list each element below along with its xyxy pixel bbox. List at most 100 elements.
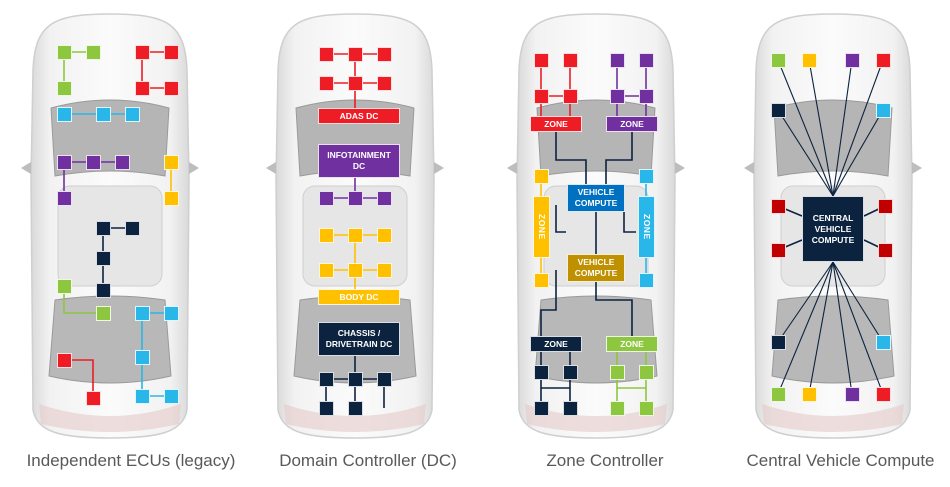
ecu-red [562,52,578,68]
ecu-node [875,52,891,68]
ecu-purple [318,190,334,206]
ecu-navy [376,371,392,387]
compute-link [808,59,834,197]
ecu-navy [347,400,363,416]
ecu-red [134,80,150,96]
compute-link [832,261,853,395]
ecu-yellow [347,227,363,243]
vehicle-compute-box-primary: VEHICLE COMPUTE [567,184,625,212]
chassis-drivetrain-dc-box: CHASSIS / DRIVETRAIN DC [318,322,400,356]
ecu-red [134,44,150,60]
caption-independent-ecus: Independent ECUs (legacy) [26,451,236,470]
compute-link [777,261,834,343]
ecu-red [533,52,549,68]
ecu-purple [376,190,392,206]
ecu-red [163,80,179,96]
ecu-red [56,352,72,368]
zone-box-front-left: ZONE [530,116,582,132]
caption-zone-controller: Zone Controller [546,451,664,470]
zone-link [540,270,557,336]
ecu-purple [85,154,101,170]
zone-box-rear-right: ZONE [606,336,658,352]
ecu-yellow [533,272,549,288]
ecu-green [638,400,654,416]
windshield [536,99,656,177]
tail-lights [39,404,181,432]
ecu-red [347,46,363,62]
ecu-purple [347,190,363,206]
ecu-darkred [877,198,893,214]
ecu-yellow [163,190,179,206]
ecu-red [163,44,179,60]
connection-line [64,359,94,398]
ecu-darkred [877,242,893,258]
ecu-green [56,278,72,294]
ecu-navy [318,400,334,416]
ecu-navy [533,400,549,416]
ecu-yellow [376,262,392,278]
ecu-yellow [318,262,334,278]
side-mirror-left [21,162,31,174]
zone-box-right: ZONE [638,196,655,258]
rear-window [771,295,895,384]
ecu-green [56,80,72,96]
ecu-navy [124,220,140,236]
ecu-green [609,400,625,416]
ecu-node [770,102,786,118]
ecu-navy [95,250,111,266]
ecu-purple [114,154,130,170]
ecu-navy [95,220,111,236]
caption-central-vehicle-compute: Central Vehicle Compute [746,451,935,470]
ecu-node [875,102,891,118]
ecu-blue [638,272,654,288]
ecu-blue [134,388,150,404]
ecu-navy [562,364,578,380]
ecu-purple [56,154,72,170]
ecu-darkred [770,242,786,258]
ecu-node [770,386,786,402]
connection-line [63,286,103,314]
ecu-node [770,334,786,350]
ecu-node [875,334,891,350]
compute-link [808,261,834,395]
ecu-green [95,305,111,321]
side-mirror-left [507,162,517,174]
ecu-yellow [163,154,179,170]
ecu-purple [609,52,625,68]
ecu-red [533,88,549,104]
roof [57,185,163,287]
ecu-node [770,52,786,68]
zone-link [595,282,633,336]
compute-link [777,59,834,197]
ecu-green [609,364,625,380]
ecu-blue [134,305,150,321]
ecu-green [85,44,101,60]
ecu-navy [318,371,334,387]
ecu-purple [638,52,654,68]
side-mirror-left [744,162,754,174]
ecu-red [376,46,392,62]
ecu-blue [95,106,111,122]
ecu-node [844,52,860,68]
ecu-blue [163,388,179,404]
side-mirror-right [912,162,922,174]
ecu-red [347,75,363,91]
infotainment-dc-box: INFOTAINMENT DC [318,144,400,178]
ecu-navy [95,282,111,298]
ecu-yellow [347,262,363,278]
zone-link [623,205,636,233]
side-mirror-right [434,162,444,174]
ecu-blue [134,349,150,365]
compute-link [832,59,884,197]
ecu-node [801,386,817,402]
zone-box-rear-left: ZONE [530,336,582,352]
ecu-red [376,75,392,91]
windshield [50,99,170,177]
ecu-node [844,386,860,402]
ecu-blue [638,168,654,184]
side-mirror-right [675,162,685,174]
zone-link [555,205,566,233]
ecu-darkred [770,198,786,214]
tail-lights [525,404,667,432]
